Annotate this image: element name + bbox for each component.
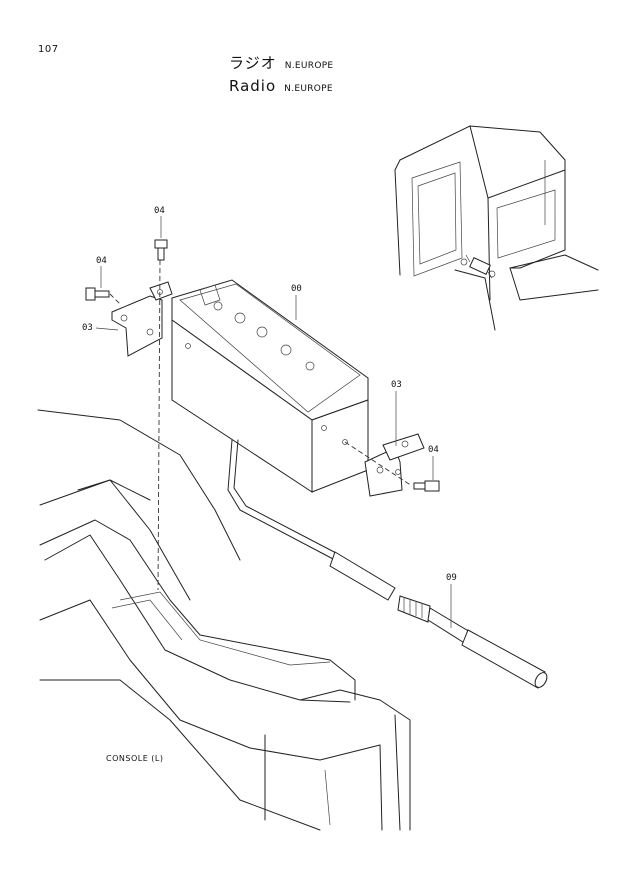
bolt-right xyxy=(413,480,440,492)
label-bolt-right: 04 xyxy=(428,445,439,455)
label-radio: 00 xyxy=(291,284,302,294)
leader-bolt-left xyxy=(109,293,121,305)
leader-bolt-top xyxy=(157,259,161,591)
bracket-right xyxy=(364,433,425,497)
callout-line-bracket-left xyxy=(95,327,119,331)
leader-bolt-right xyxy=(344,441,413,487)
label-bolt-top: 04 xyxy=(154,206,165,216)
title-english-region: N.EUROPE xyxy=(284,84,333,94)
label-bracket-right: 03 xyxy=(391,380,402,390)
radio-unit xyxy=(171,279,369,493)
title-japanese: ラジオ xyxy=(229,54,277,72)
callouts: 04 04 03 00 03 04 09 xyxy=(82,206,457,628)
console-label: CONSOLE (L) xyxy=(106,754,164,763)
title-block: ラジオ N.EUROPE Radio N.EUROPE xyxy=(229,56,333,102)
label-antenna-cable: 09 xyxy=(446,573,457,583)
page-number: 107 xyxy=(38,44,59,55)
bolt-left xyxy=(85,287,110,301)
title-japanese-row: ラジオ N.EUROPE xyxy=(229,56,333,71)
bolt-top xyxy=(154,239,168,261)
console xyxy=(37,409,411,831)
title-english-row: Radio N.EUROPE xyxy=(229,79,333,94)
bracket-left xyxy=(111,281,173,357)
cab-inset xyxy=(394,125,599,331)
title-english: Radio xyxy=(229,77,277,95)
antenna-cable xyxy=(227,439,548,689)
title-japanese-region: N.EUROPE xyxy=(284,61,334,71)
label-bolt-left: 04 xyxy=(96,256,107,266)
label-bracket-left: 03 xyxy=(82,323,93,333)
